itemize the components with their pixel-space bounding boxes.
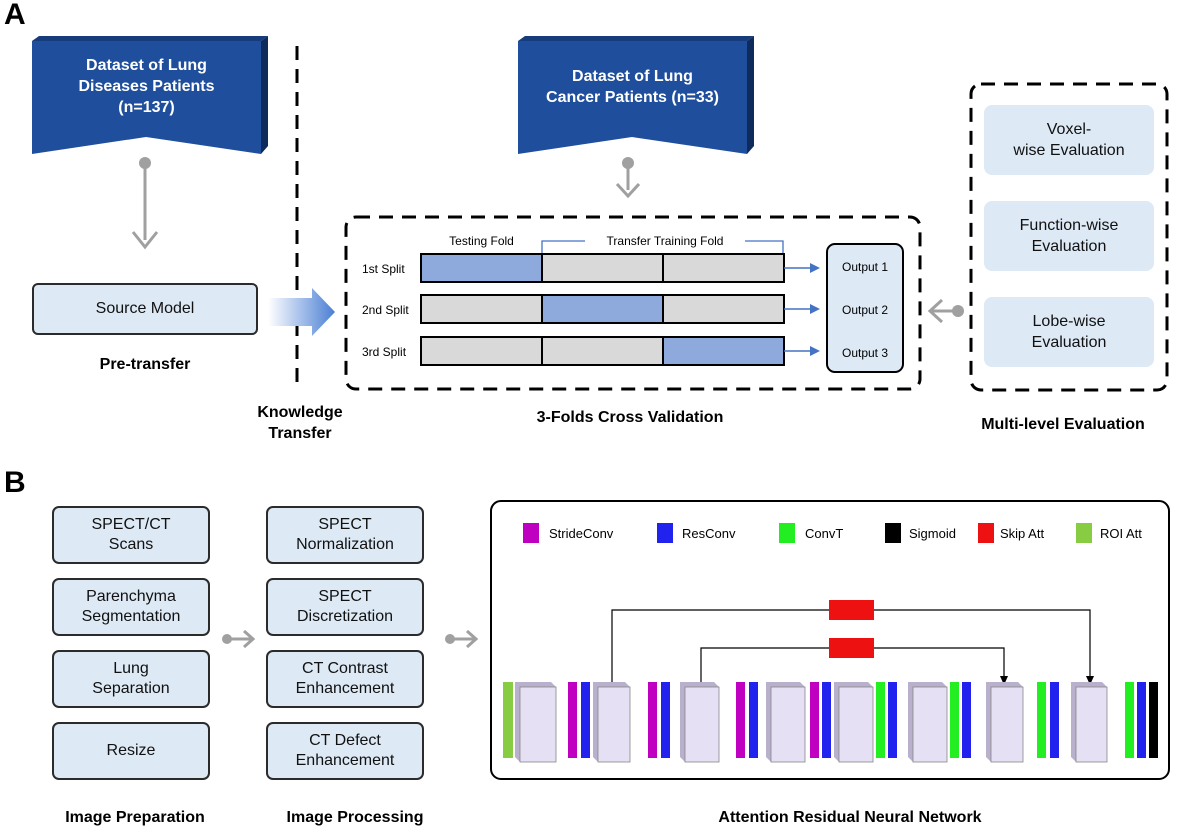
resconv-layer-2 <box>661 682 670 758</box>
skip-arrowhead-outer <box>1086 676 1094 685</box>
panel-a-graphics <box>131 46 1169 392</box>
legend-swatch-roiatt <box>1076 523 1092 543</box>
legend-swatch-sigmoid <box>885 523 901 543</box>
output-label-3: Output 3 <box>841 346 889 360</box>
resconv-layer-7 <box>1050 682 1059 758</box>
panel-b-label: B <box>4 466 26 499</box>
skip-attention-block-inner <box>829 638 874 658</box>
output-label-2: Output 2 <box>841 303 889 317</box>
strideconv-layer-2 <box>648 682 657 758</box>
cross-validation-caption: 3-Folds Cross Validation <box>536 409 724 426</box>
multi-level-evaluation-caption: Multi-level Evaluation <box>981 416 1145 433</box>
output-label-1: Output 1 <box>841 260 889 274</box>
legend-label-strideconv: StrideConv <box>549 526 614 541</box>
voxel-wise-evaluation: Voxel-wise Evaluation <box>984 105 1154 175</box>
split-label-2: 2nd Split <box>362 303 409 317</box>
source-dataset-banner <box>32 36 268 154</box>
strideconv-layer-1 <box>568 682 577 758</box>
convt-layer-3 <box>1037 682 1046 758</box>
source-model-box: Source Model <box>32 283 258 335</box>
proc-to-network-arrow <box>445 629 479 649</box>
split-label-1: 1st Split <box>362 262 405 276</box>
skip-attention-block-outer <box>829 600 874 620</box>
legend-swatch-resconv <box>657 523 673 543</box>
resconv-layer-4 <box>822 682 831 758</box>
legend-swatch-skipatt <box>978 523 994 543</box>
fold-row-2 <box>420 294 785 324</box>
image-processing-caption: Image Processing <box>286 809 424 826</box>
legend-label-sigmoid: Sigmoid <box>909 526 956 541</box>
fold-row-3 <box>420 336 785 366</box>
feature-block-4 <box>766 682 806 763</box>
fold-row-1 <box>420 253 785 283</box>
source-dataset-text: Dataset of Lung Diseases Patients (n=137… <box>78 57 215 116</box>
feature-block-5 <box>834 682 874 763</box>
prep-step-resize: Resize <box>52 722 210 780</box>
legend-label-roiatt: ROI Att <box>1100 526 1142 541</box>
panel-a-label: A <box>4 0 26 31</box>
image-preparation-caption: Image Preparation <box>65 809 205 826</box>
sigmoid-layer <box>1149 682 1158 758</box>
feature-block-2 <box>593 682 631 763</box>
convt-layer-2 <box>950 682 959 758</box>
legend-swatch-strideconv <box>523 523 539 543</box>
legend-swatches <box>523 523 1092 543</box>
legend-label-skipatt: Skip Att <box>1000 526 1045 541</box>
convt-layer-1 <box>876 682 885 758</box>
resconv-layer-1 <box>581 682 590 758</box>
feature-block-1 <box>515 682 557 763</box>
feature-block-8 <box>1071 682 1108 763</box>
feature-block-7 <box>986 682 1024 763</box>
output-arrows <box>784 263 820 356</box>
target-dataset-text: Dataset of Lung Cancer Patients (n=33) <box>546 68 719 106</box>
network-layers <box>503 682 1158 763</box>
testing-fold-label: Testing Fold <box>449 234 514 248</box>
transfer-training-fold-label: Transfer Training Fold <box>585 234 745 248</box>
prep-to-proc-arrow <box>222 629 256 649</box>
panel-b-graphics <box>222 500 1170 780</box>
knowledge-transfer-arrow <box>268 288 335 336</box>
evaluation-frame <box>969 82 1169 392</box>
feature-block-3 <box>680 682 720 763</box>
resconv-layer-8 <box>1137 682 1146 758</box>
strideconv-layer-4 <box>810 682 819 758</box>
roi-att-layer <box>503 682 513 758</box>
cross-validation-frame <box>344 215 922 391</box>
legend-label-resconv: ResConv <box>682 526 736 541</box>
network-caption: Attention Residual Neural Network <box>718 809 982 826</box>
resconv-layer-6 <box>962 682 971 758</box>
resconv-layer-3 <box>749 682 758 758</box>
convt-layer-4 <box>1125 682 1134 758</box>
feature-block-6 <box>908 682 948 763</box>
outputs-box <box>826 243 904 373</box>
skip-arrowhead-inner <box>1000 676 1008 685</box>
legend-label-convt: ConvT <box>805 526 844 541</box>
target-dataset-banner <box>518 36 754 154</box>
resconv-layer-5 <box>888 682 897 758</box>
strideconv-layer-3 <box>736 682 745 758</box>
split-label-3: 3rd Split <box>362 345 407 359</box>
legend-swatch-convt <box>779 523 795 543</box>
pre-transfer-caption: Pre-transfer <box>99 356 191 373</box>
knowledge-transfer-caption: Knowledge Transfer <box>257 404 343 442</box>
